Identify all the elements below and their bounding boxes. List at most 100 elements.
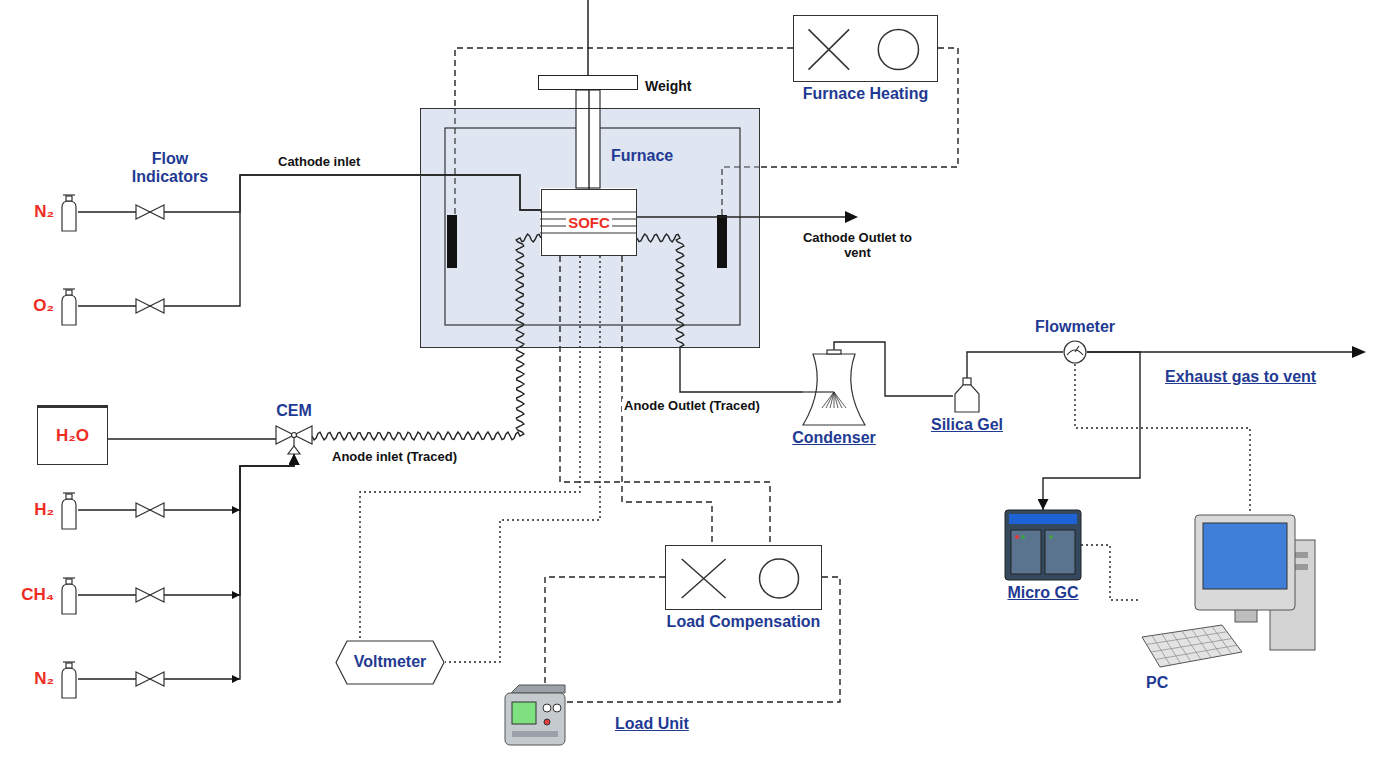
cathode-outlet-arrow [845,211,858,223]
micro-gc: Micro GC [1005,510,1081,580]
pipe-connector [967,352,1063,378]
pipe-connector [1081,545,1140,600]
micro-gc-icon [1005,510,1081,580]
gas-cylinder-icon [60,287,78,325]
node-label: Voltmeter [354,653,427,671]
icon-part [62,584,76,614]
icon-part [1182,631,1201,660]
weight-rod [587,0,589,75]
icon-part [1067,350,1083,355]
pipe-connector [360,256,580,640]
node-label: Weight [645,78,691,94]
icon-part [62,295,76,325]
node-label: CEM [276,402,312,420]
flow-valve [136,672,150,686]
icon-part [1152,636,1170,666]
node-label: Micro GC [1007,584,1078,602]
icon-part [809,29,850,69]
icon-part [1005,510,1081,580]
gas-cylinder-icon [60,491,78,529]
connector-label: Anode Outlet (Traced) [622,399,762,414]
node-label: O₂ [33,296,54,316]
junction-arrow [232,675,240,683]
icon-part [1203,523,1287,589]
pipe-connector [1075,364,1250,512]
water-tank: H₂O [37,405,108,465]
icon-part [544,719,550,725]
icon-part [827,350,841,354]
pipe-connector [455,48,793,108]
node-label: SOFC [566,214,612,231]
icon-part [336,641,444,684]
pipe-connector [108,438,276,439]
gas-cylinder-icon [60,576,78,614]
icon-part [1011,530,1041,574]
flow-valve [150,503,164,517]
icon-part [62,499,76,529]
heating-element [447,215,457,268]
stream-label: Cathode Outlet to vent [788,231,927,261]
icon-part [62,201,76,231]
icon-part [512,731,558,737]
flow-valve [136,205,164,686]
heating-element [717,215,727,268]
node-label: H₂ [34,500,54,520]
icon-part [292,433,297,438]
flowmeter: Flowmeter [1063,340,1087,364]
furnace: FurnaceSOFC [420,108,760,348]
furnace-heating-controller: Furnace Heating [793,15,938,82]
pc-workstation-icon [1140,512,1315,667]
icon-part [505,693,565,745]
flow-valve [150,672,164,686]
voltmeter: Voltmeter [335,640,445,685]
sofc-stack [540,212,636,213]
node-label: CH₄ [21,585,54,605]
junction-arrow [232,591,240,599]
pipe-connector [637,234,803,392]
icon-part [822,392,834,408]
condenser-icon [803,350,865,425]
icon-part [1192,630,1211,658]
icon-part [963,378,971,385]
icon-part [62,668,76,698]
junction-arrow [232,506,240,683]
stream-label: Exhaust gas to vent [1165,368,1316,386]
icon-part [1142,625,1242,667]
cathode-outlet-arrow [636,216,848,217]
sofc-stack [540,188,636,255]
weight-stem [576,90,600,188]
gas-cylinder: CH₄ [60,576,78,614]
pipe-connector [1043,352,1140,510]
flowmeter-icon [1063,340,1087,364]
icon-part [682,559,726,598]
pipe-connector [78,454,294,595]
node-label: Load Unit [615,715,689,733]
exhaust-arrow [1352,346,1366,358]
icon-part [809,29,850,69]
icon-part [293,437,294,446]
pipe-connector [78,175,541,306]
pipe-connector [545,577,665,685]
connector-label: Anode inlet (Traced) [330,450,459,465]
node-label: PC [1146,674,1168,692]
node-label: Furnace [611,147,673,165]
pc-workstation: PC [1140,512,1315,667]
cem-mixer-icon [276,424,312,454]
node-label: H₂O [56,426,89,446]
furnace-heating-controller-icon [794,16,939,83]
icon-part [66,290,72,295]
icon-part [66,663,72,668]
node-label: Silica Gel [931,416,1003,434]
node-label: N₂ [34,669,54,689]
icon-part [1049,535,1053,539]
icon-part [288,446,300,454]
pipe-connector [312,234,541,440]
icon-part [511,685,565,693]
gas-cylinder-icon [60,193,78,231]
icon-part [1021,535,1025,539]
condenser: Condenser [803,350,865,425]
load-unit: Load Unit [505,685,565,748]
icon-part [63,661,75,662]
icon-part [1045,530,1075,574]
